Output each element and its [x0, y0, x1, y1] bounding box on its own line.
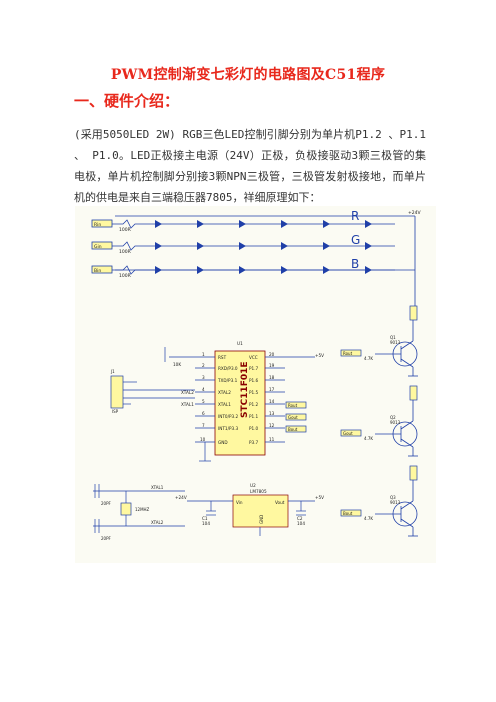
svg-text:TXD/P3.1: TXD/P3.1 — [217, 378, 238, 383]
svg-text:Vin: Vin — [236, 500, 243, 505]
svg-text:+24V: +24V — [408, 210, 421, 216]
svg-text:XTAL2: XTAL2 — [181, 390, 194, 395]
svg-text:9013: 9013 — [390, 340, 401, 345]
svg-text:4.7K: 4.7K — [364, 356, 373, 361]
svg-text:P1.1: P1.1 — [249, 414, 259, 419]
svg-text:4: 4 — [202, 387, 205, 392]
svg-text:+5V: +5V — [315, 495, 324, 500]
svg-text:XTAL2: XTAL2 — [218, 390, 231, 395]
svg-text:10: 10 — [200, 437, 206, 442]
svg-text:P3.7: P3.7 — [249, 440, 259, 445]
svg-text:3: 3 — [202, 375, 205, 380]
svg-text:+5V: +5V — [315, 353, 324, 358]
svg-text:10K: 10K — [173, 362, 181, 367]
svg-text:XTAL1: XTAL1 — [218, 402, 231, 407]
mcu-part-label: STC11F01E — [240, 361, 250, 418]
svg-text:20PF: 20PF — [101, 536, 112, 541]
svg-text:11: 11 — [269, 437, 275, 442]
schematic-drawing: Rin Gin Bin 100R 100R 100R +24V R G B U1… — [91, 209, 421, 541]
svg-text:100R: 100R — [119, 249, 131, 255]
svg-text:INT0/P3.2: INT0/P3.2 — [218, 414, 239, 419]
svg-text:XTAL1: XTAL1 — [151, 485, 164, 490]
svg-text:Q3: Q3 — [390, 495, 396, 500]
svg-text:P1.2: P1.2 — [249, 402, 259, 407]
svg-text:P1.7: P1.7 — [249, 366, 259, 371]
svg-text:INT1/P3.3: INT1/P3.3 — [218, 426, 239, 431]
svg-text:20: 20 — [269, 352, 275, 357]
svg-text:4.7K: 4.7K — [364, 516, 373, 521]
svg-text:104: 104 — [297, 521, 305, 526]
svg-text:ISP: ISP — [112, 409, 119, 414]
svg-text:104: 104 — [202, 521, 210, 526]
svg-text:12MHZ: 12MHZ — [135, 507, 150, 512]
svg-text:VCC: VCC — [249, 355, 258, 360]
svg-text:Gout: Gout — [288, 415, 298, 420]
svg-text:14: 14 — [269, 399, 275, 404]
svg-text:Vout: Vout — [275, 500, 285, 505]
svg-text:LM7805: LM7805 — [250, 489, 267, 494]
svg-text:GND: GND — [259, 515, 264, 524]
svg-text:XTAL1: XTAL1 — [181, 402, 194, 407]
document-title: PWM控制渐变七彩灯的电路图及C51程序 — [110, 67, 386, 83]
svg-text:C1: C1 — [202, 516, 208, 521]
svg-text:9013: 9013 — [390, 500, 401, 505]
svg-text:Q2: Q2 — [390, 415, 396, 420]
svg-text:Q1: Q1 — [390, 335, 396, 340]
circuit-schematic: Rin Gin Bin 100R 100R 100R +24V R G B U1… — [75, 206, 436, 563]
svg-text:Bin: Bin — [94, 268, 101, 274]
svg-text:13: 13 — [269, 411, 275, 416]
svg-text:9013: 9013 — [390, 420, 401, 425]
svg-text:2: 2 — [202, 363, 205, 368]
hardware-paragraph: (采用5050LED 2W) RGB三色LED控制引脚分别为单片机P1.2 、P… — [74, 128, 426, 204]
rgb-letter-b: B — [351, 257, 359, 271]
svg-text:4.7K: 4.7K — [364, 436, 373, 441]
svg-text:Rout: Rout — [343, 351, 353, 356]
svg-text:Bout: Bout — [343, 511, 353, 516]
svg-text:18: 18 — [269, 375, 275, 380]
svg-text:+24V: +24V — [175, 495, 187, 500]
svg-text:GND: GND — [218, 440, 228, 445]
svg-text:Rin: Rin — [94, 222, 101, 228]
svg-text:Bout: Bout — [288, 427, 298, 432]
svg-text:C2: C2 — [297, 516, 303, 521]
svg-text:XTAL2: XTAL2 — [151, 520, 164, 525]
svg-text:6: 6 — [202, 411, 205, 416]
svg-text:RST: RST — [218, 355, 227, 360]
svg-text:RXD/P3.0: RXD/P3.0 — [218, 366, 238, 371]
svg-text:U1: U1 — [237, 341, 243, 346]
svg-text:U2: U2 — [250, 483, 256, 488]
svg-text:7: 7 — [202, 423, 205, 428]
svg-text:20PF: 20PF — [101, 501, 112, 506]
svg-text:5: 5 — [202, 399, 205, 404]
svg-text:12: 12 — [269, 423, 275, 428]
rgb-letter-r: R — [351, 209, 359, 223]
svg-text:Rout: Rout — [288, 403, 298, 408]
svg-text:1: 1 — [202, 352, 205, 357]
rgb-letter-g: G — [351, 233, 360, 247]
svg-text:17: 17 — [269, 387, 275, 392]
svg-text:19: 19 — [269, 363, 275, 368]
svg-text:P1.6: P1.6 — [249, 378, 259, 383]
svg-text:J1: J1 — [110, 369, 115, 374]
section-heading: 一、硬件介绍： — [74, 92, 180, 110]
svg-text:Gin: Gin — [94, 244, 102, 250]
svg-text:P1.5: P1.5 — [249, 390, 259, 395]
svg-text:100R: 100R — [119, 227, 131, 233]
svg-text:100R: 100R — [119, 273, 131, 279]
svg-text:P1.0: P1.0 — [249, 426, 259, 431]
svg-text:Gout: Gout — [343, 431, 353, 436]
